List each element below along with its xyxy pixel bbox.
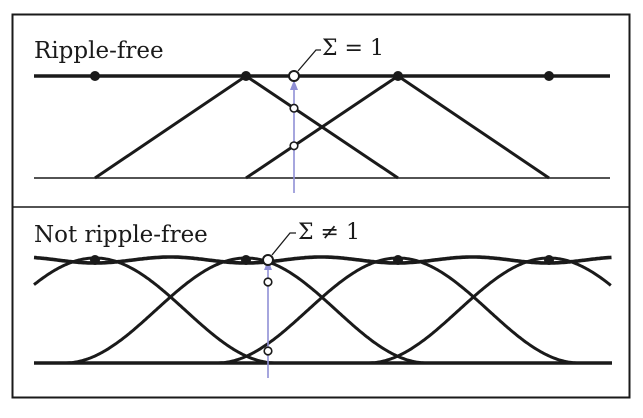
sample-circle-2 bbox=[289, 141, 299, 151]
not-ripple-free-panel: Not ripple-free Σ ≠ 1 bbox=[33, 220, 612, 378]
triangle-kernel-1 bbox=[94, 74, 399, 180]
sum-not-one-label: Σ ≠ 1 bbox=[298, 220, 360, 245]
sum-equals-one-label: Σ = 1 bbox=[322, 36, 384, 61]
ripple-free-label: Ripple-free bbox=[34, 38, 164, 64]
knot-dot-1 bbox=[90, 255, 100, 265]
cosine-kernel-3 bbox=[216, 256, 579, 365]
triangle-kernel-2 bbox=[245, 74, 550, 180]
sample-circle-1 bbox=[263, 277, 273, 287]
not-ripple-free-label: Not ripple-free bbox=[34, 222, 208, 248]
knot-dot-3 bbox=[393, 71, 403, 81]
knot-dot-2 bbox=[241, 255, 251, 265]
knot-dot-1 bbox=[90, 71, 100, 81]
knot-dot-4 bbox=[544, 255, 554, 265]
figure-frame bbox=[11, 13, 631, 399]
sum-leader-line bbox=[297, 49, 321, 72]
sample-circle-1 bbox=[289, 103, 299, 113]
sample-circle-2 bbox=[263, 346, 273, 356]
knot-dot-4 bbox=[544, 71, 554, 81]
knot-dot-2 bbox=[241, 71, 251, 81]
probe-arrow-head bbox=[290, 80, 298, 90]
sum-leader-line bbox=[271, 232, 296, 256]
wavy-sum-line bbox=[33, 255, 612, 265]
ripple-free-panel: Ripple-free Σ = 1 bbox=[34, 36, 610, 193]
knot-dot-3 bbox=[393, 255, 403, 265]
sum-sample-circle bbox=[288, 70, 300, 82]
cosine-kernel-2 bbox=[64, 256, 427, 365]
sum-sample-circle bbox=[262, 254, 274, 266]
